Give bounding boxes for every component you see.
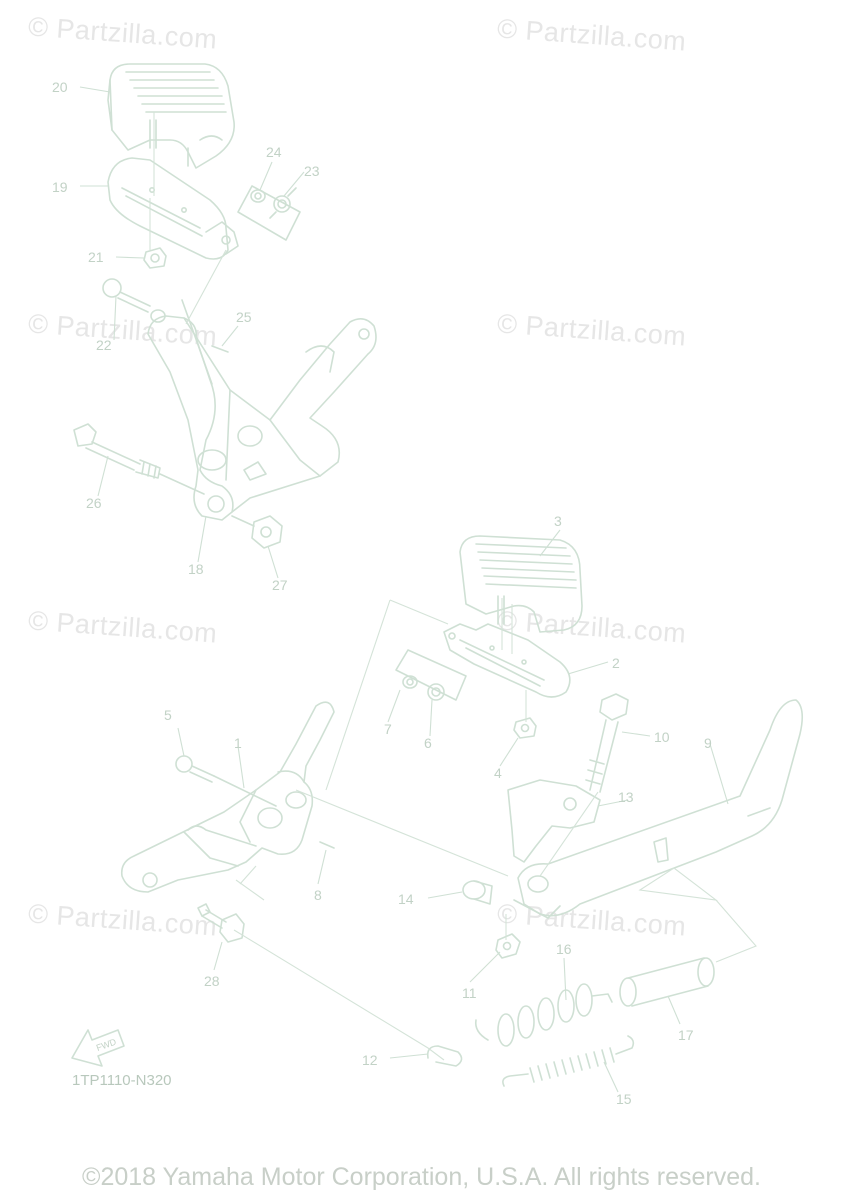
part-15-spring xyxy=(502,1035,635,1087)
callout-4: 4 xyxy=(494,765,502,781)
callout-27: 27 xyxy=(272,577,288,593)
part-16-spring xyxy=(474,983,613,1047)
callout-13: 13 xyxy=(618,789,634,805)
callout-20: 20 xyxy=(52,79,68,95)
part-3-footrest-rubber xyxy=(459,535,583,633)
callout-2: 2 xyxy=(612,655,620,671)
callout-17: 17 xyxy=(678,1027,694,1043)
callout-1: 1 xyxy=(234,735,242,751)
part-26-bolt xyxy=(73,423,205,495)
part-2-footrest xyxy=(443,623,571,698)
callout-9: 9 xyxy=(704,735,712,751)
part-11-nut xyxy=(495,933,521,959)
part-28-bolt xyxy=(197,903,245,943)
part-13-plate xyxy=(507,779,601,863)
part-1-footrest-bracket xyxy=(120,701,335,893)
callout-26: 26 xyxy=(86,495,102,511)
part-27-nut xyxy=(231,515,283,549)
callout-5: 5 xyxy=(164,707,172,723)
callout-7: 7 xyxy=(384,721,392,737)
part-22-pin xyxy=(102,278,166,323)
part-14-collar xyxy=(462,880,493,905)
callout-19: 19 xyxy=(52,179,68,195)
callout-11: 11 xyxy=(462,985,477,1001)
callout-25: 25 xyxy=(236,309,252,325)
callout-6: 6 xyxy=(424,735,432,751)
fwd-label: FWD xyxy=(95,1036,118,1053)
callout-10: 10 xyxy=(654,729,670,745)
part-18-footrest-bracket xyxy=(147,299,377,521)
callout-8: 8 xyxy=(314,887,322,903)
callout-24: 24 xyxy=(266,144,282,160)
callout-16: 16 xyxy=(556,941,572,957)
part-5-pin xyxy=(175,755,277,807)
callout-22: 22 xyxy=(96,337,112,353)
callout-21: 21 xyxy=(88,249,104,265)
diagram-code: 1TP1110-N320 xyxy=(72,1072,172,1089)
part-25-cotter-pin xyxy=(211,345,229,353)
part-12-clip xyxy=(426,1045,463,1067)
part-7-collar xyxy=(402,675,418,689)
fwd-arrow-icon xyxy=(71,1029,125,1067)
callout-15: 15 xyxy=(616,1091,632,1107)
callout-3: 3 xyxy=(554,513,562,529)
part-4-nut xyxy=(513,717,537,739)
callout-28: 28 xyxy=(204,973,220,989)
callout-18: 18 xyxy=(188,561,204,577)
callout-labels: 20 19 21 24 23 22 25 26 18 27 3 2 7 6 4 … xyxy=(52,79,712,1107)
part-20-footrest-rubber xyxy=(107,63,235,169)
part-17-tube xyxy=(619,957,715,1007)
part-8-cotter-pin xyxy=(319,841,335,849)
copyright-notice: ©2018 Yamaha Motor Corporation, U.S.A. A… xyxy=(82,1163,761,1191)
part-19-footrest xyxy=(107,157,239,260)
leader-lines xyxy=(79,86,729,1093)
callout-23: 23 xyxy=(304,163,320,179)
part-10-bolt xyxy=(585,693,629,793)
callout-14: 14 xyxy=(398,891,414,907)
part-23-spring xyxy=(269,187,297,219)
connector-lines xyxy=(149,112,757,1061)
callout-12: 12 xyxy=(362,1052,378,1068)
part-21-nut xyxy=(143,247,167,269)
